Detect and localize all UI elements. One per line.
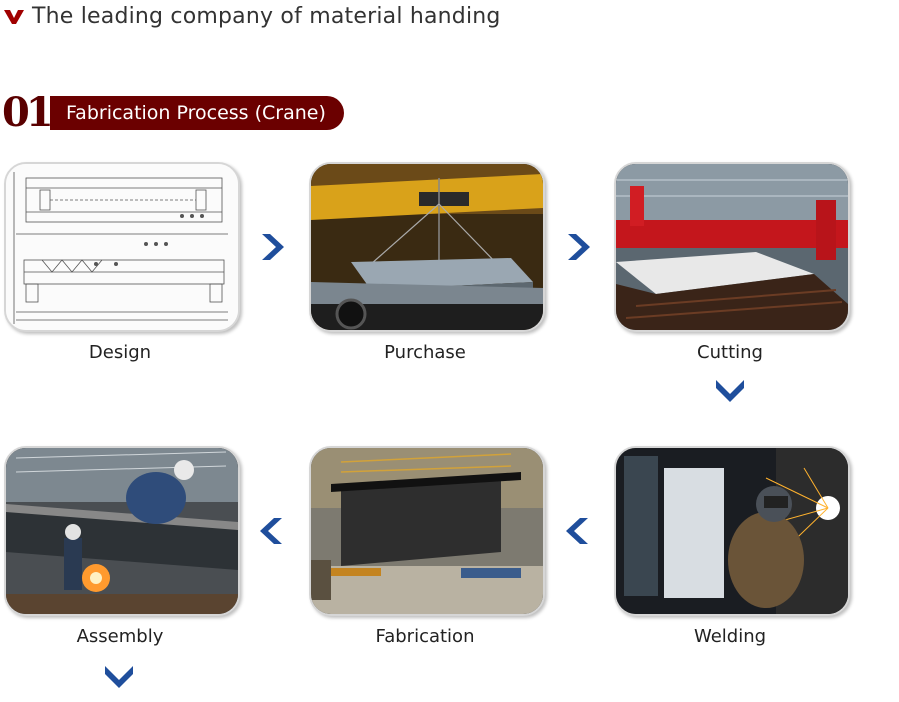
chevron-down-icon	[104, 662, 134, 690]
chevron-down-icon	[715, 376, 745, 404]
step-label: Assembly	[76, 626, 164, 647]
page-header: The leading company of material handing	[4, 0, 501, 32]
cutting-image	[614, 162, 850, 332]
process-step-design: Design	[4, 162, 240, 363]
process-step-purchase: Purchase	[309, 162, 545, 363]
chevron-left-icon	[258, 516, 286, 546]
step-label: Cutting	[697, 342, 763, 363]
page-title: The leading company of material handing	[32, 3, 501, 29]
chevron-right-icon	[258, 232, 286, 262]
assembly-image	[4, 446, 240, 616]
process-step-welding: Welding	[614, 446, 850, 647]
step-label: Fabrication	[375, 626, 475, 647]
step-label: Design	[88, 342, 152, 363]
design-drawing-image	[4, 162, 240, 332]
step-label: Purchase	[384, 342, 466, 363]
section-number: 01	[2, 89, 54, 136]
chevron-left-icon	[564, 516, 592, 546]
v-logo-icon	[4, 10, 24, 24]
chevron-right-icon	[564, 232, 592, 262]
process-step-assembly: Assembly	[4, 446, 240, 647]
purchase-image	[309, 162, 545, 332]
step-label: Welding	[693, 626, 767, 647]
fabrication-image	[309, 446, 545, 616]
welding-image	[614, 446, 850, 616]
section-heading: 01 Fabrication Process (Crane)	[2, 89, 344, 136]
process-step-cutting: Cutting	[614, 162, 850, 363]
process-step-fabrication: Fabrication	[309, 446, 545, 647]
section-title: Fabrication Process (Crane)	[50, 96, 344, 130]
